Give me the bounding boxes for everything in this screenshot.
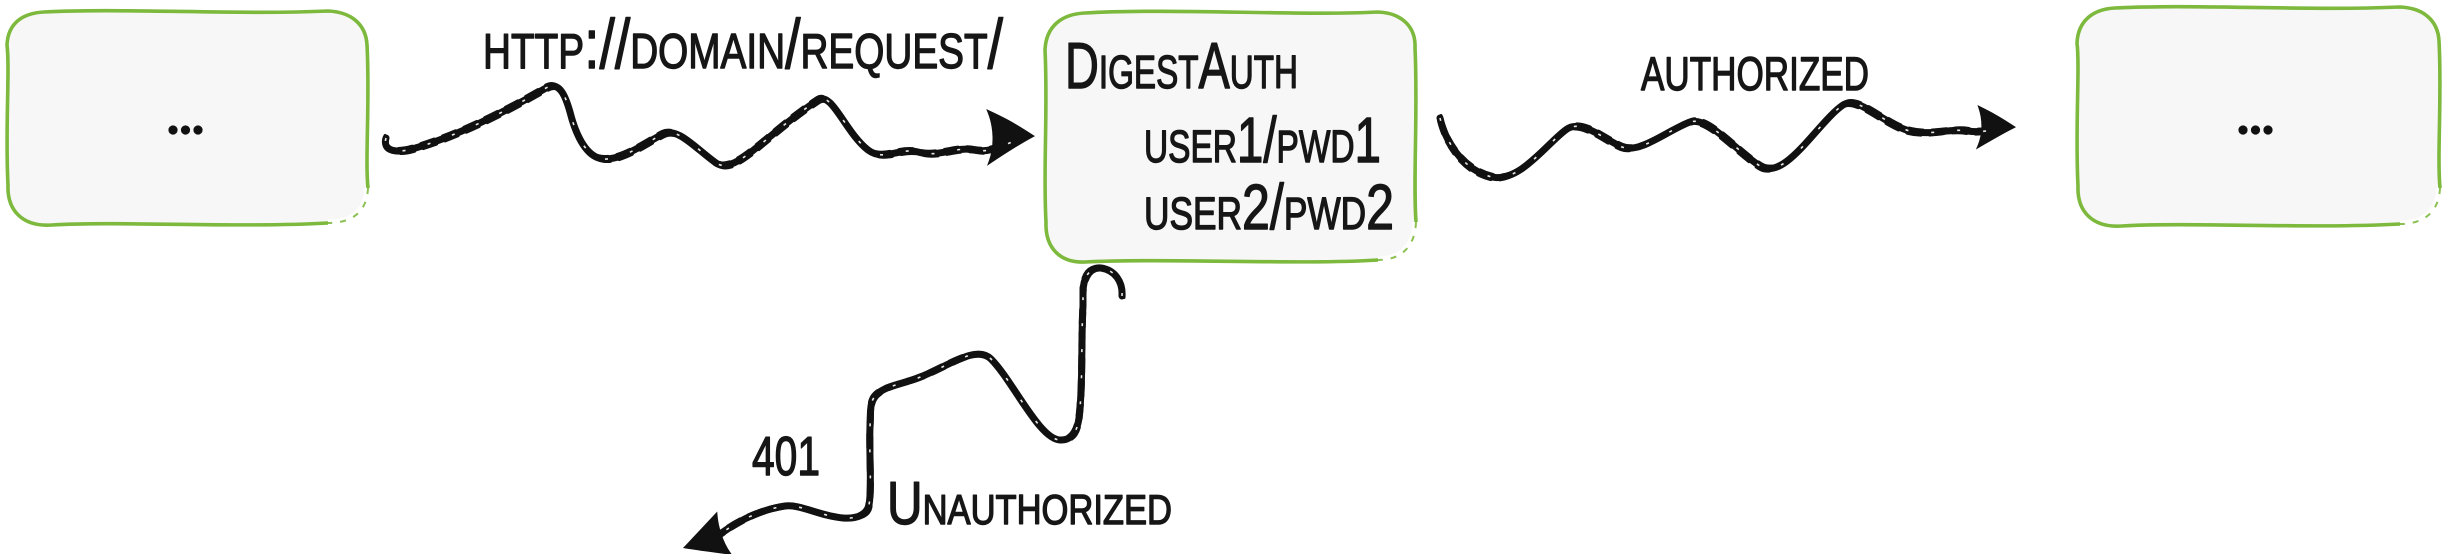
svg-text:401: 401	[752, 425, 820, 487]
svg-text:DigestAuth: DigestAuth	[1065, 29, 1298, 102]
svg-text:authorized: authorized	[1641, 30, 1869, 105]
svg-text:Unauthorized: Unauthorized	[887, 470, 1172, 537]
svg-text:user1/pwd1: user1/pwd1	[1144, 104, 1381, 176]
svg-text:user2/pwd2: user2/pwd2	[1144, 171, 1394, 243]
svg-text:http://domain/request/: http://domain/request/	[483, 5, 1003, 83]
